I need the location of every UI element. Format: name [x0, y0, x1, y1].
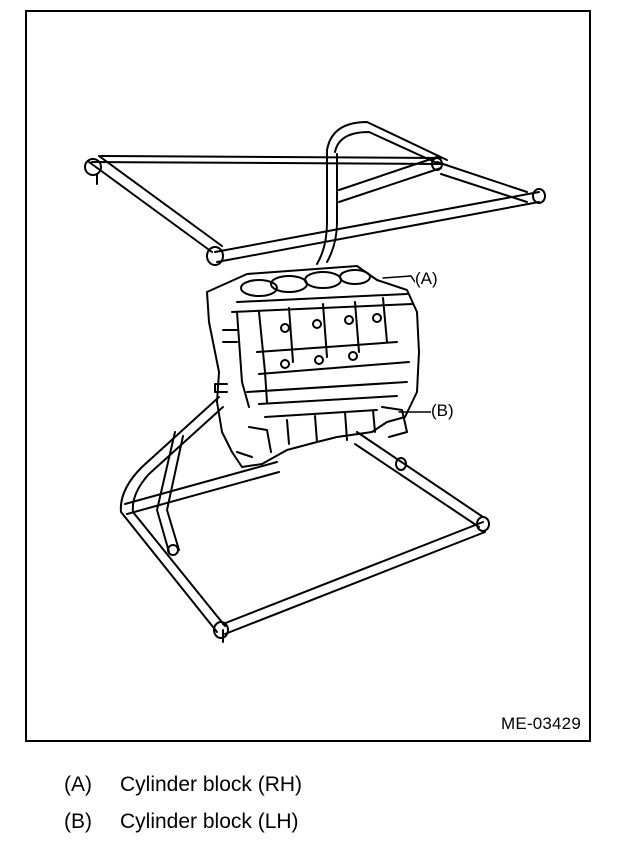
lower-frame: [119, 396, 490, 643]
figure-frame: (A) (B) ME-03429: [25, 10, 591, 742]
legend-item-b: (B) Cylinder block (LH): [64, 810, 584, 847]
legend-key: (B): [64, 810, 92, 833]
legend-text: Cylinder block (RH): [120, 773, 303, 796]
legend-text: Cylinder block (LH): [120, 810, 299, 833]
callout-a: (A): [415, 269, 438, 288]
legend: (A) Cylinder block (RH) (B) Cylinder blo…: [64, 773, 584, 847]
legend-item-a: (A) Cylinder block (RH): [64, 773, 584, 810]
legend-key: (A): [64, 773, 92, 796]
leader-lines: [382, 275, 432, 413]
callout-b: (B): [431, 401, 454, 420]
cylinder-block: [206, 265, 420, 468]
figure-id: ME-03429: [500, 714, 581, 733]
engine-stand-illustration: [84, 121, 546, 643]
upper-frame: [84, 121, 546, 266]
